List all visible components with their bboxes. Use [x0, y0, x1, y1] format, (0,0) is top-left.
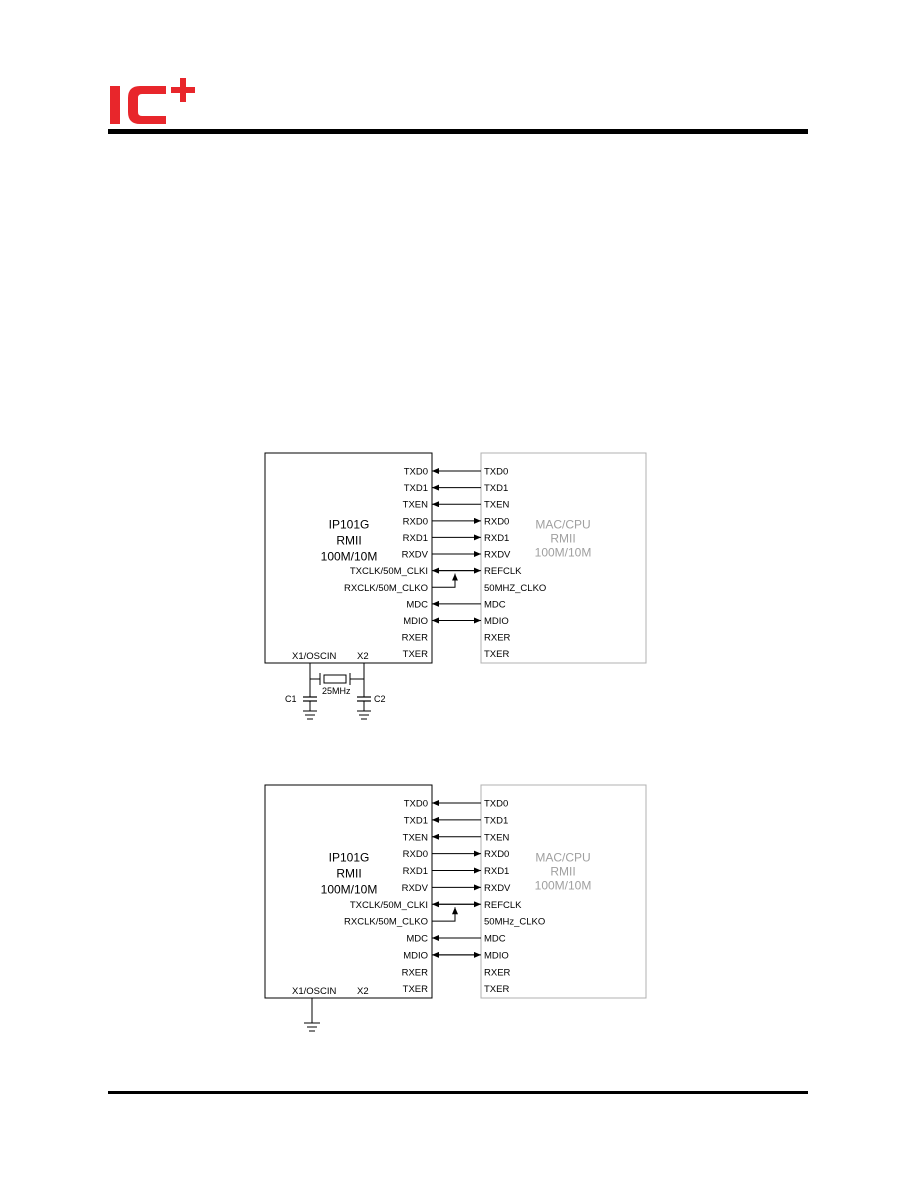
phy-pin-x2: X2: [357, 986, 369, 997]
phy-pin-txclk-50m-clki: TXCLK/50M_CLKI: [350, 900, 428, 911]
phy-pin-mdio: MDIO: [403, 950, 428, 961]
phy-pin-txer: TXER: [403, 649, 428, 660]
logo-letter-i: [110, 86, 120, 124]
phy-pin-txd1: TXD1: [404, 815, 428, 826]
mac-cpu-box: [480, 452, 647, 664]
footer-rule: [108, 1091, 808, 1094]
crystal-body: [323, 674, 347, 684]
phy-chip-box: [264, 784, 433, 999]
mac-title-line: 100M/10M: [535, 879, 592, 893]
mac-pin-rxd0: RXD0: [484, 849, 509, 860]
phy-pin-txen: TXEN: [403, 832, 428, 843]
clko-feedback-line: [432, 907, 458, 922]
diagram-with-grounded-oscin: IP101GRMII100M/10MMAC/CPURMII100M/10MTXD…: [264, 784, 647, 1032]
phy-pin-txclk-50m-clki: TXCLK/50M_CLKI: [350, 566, 428, 577]
phy-title-line: RMII: [336, 867, 361, 881]
phy-pin-rxer: RXER: [402, 633, 429, 644]
mac-pin-mdc: MDC: [484, 934, 506, 945]
mac-pin-refclk: REFCLK: [484, 900, 522, 911]
mac-title-line: RMII: [550, 865, 575, 879]
phy-pin-txd0: TXD0: [404, 799, 428, 810]
header-rule: [108, 129, 808, 134]
mac-pin-rxdv: RXDV: [484, 550, 511, 561]
mac-title-line: MAC/CPU: [535, 518, 590, 532]
phy-pin-x1-oscin: X1/OSCIN: [292, 651, 336, 662]
phy-pin-mdc: MDC: [406, 934, 428, 945]
phy-pin-x2: X2: [357, 651, 369, 662]
mac-pin-rxdv: RXDV: [484, 883, 511, 894]
mac-pin-mdc: MDC: [484, 599, 506, 610]
crystal-label: 25MHz: [322, 686, 351, 696]
phy-title-line: IP101G: [329, 851, 370, 865]
phy-pin-rxdv: RXDV: [402, 883, 429, 894]
phy-pin-txen: TXEN: [403, 500, 428, 511]
mac-title-line: RMII: [550, 532, 575, 546]
phy-pin-rxd1: RXD1: [403, 533, 428, 544]
mac-pin-txd0: TXD0: [484, 467, 508, 478]
ic-plus-logo: [110, 78, 195, 124]
phy-pin-rxd1: RXD1: [403, 866, 428, 877]
phy-pin-txd1: TXD1: [404, 483, 428, 494]
diagram-with-crystal: IP101GRMII100M/10MMAC/CPURMII100M/10MTXD…: [264, 452, 647, 720]
phy-pin-rxer: RXER: [402, 967, 429, 978]
logo-plus-horizontal: [171, 87, 195, 93]
phy-pin-x1-oscin: X1/OSCIN: [292, 986, 336, 997]
phy-title-line: 100M/10M: [321, 550, 378, 564]
phy-pin-rxclk-50m-clko: RXCLK/50M_CLKO: [344, 917, 428, 928]
mac-pin-txd1: TXD1: [484, 483, 508, 494]
clko-feedback-line: [432, 573, 458, 588]
mac-pin-50mhz-clko: 50MHz_CLKO: [484, 917, 545, 928]
phy-pin-txd0: TXD0: [404, 467, 428, 478]
cap-c2-label: C2: [374, 694, 386, 704]
mac-pin-txd0: TXD0: [484, 799, 508, 810]
phy-pin-rxdv: RXDV: [402, 550, 429, 561]
mac-pin-rxd0: RXD0: [484, 516, 509, 527]
mac-pin-rxd1: RXD1: [484, 533, 509, 544]
phy-pin-rxd0: RXD0: [403, 516, 428, 527]
mac-title-line: 100M/10M: [535, 546, 592, 560]
mac-pin-50mhz-clko: 50MHZ_CLKO: [484, 583, 546, 594]
mac-pin-rxer: RXER: [484, 633, 511, 644]
mac-pin-txen: TXEN: [484, 832, 509, 843]
phy-pin-rxd0: RXD0: [403, 849, 428, 860]
phy-title-line: IP101G: [329, 518, 370, 532]
phy-chip-box: [264, 452, 433, 664]
mac-pin-txer: TXER: [484, 649, 509, 660]
mac-cpu-box: [480, 784, 647, 999]
mac-pin-rxd1: RXD1: [484, 866, 509, 877]
phy-title-line: RMII: [336, 534, 361, 548]
mac-pin-txd1: TXD1: [484, 815, 508, 826]
phy-pin-mdc: MDC: [406, 599, 428, 610]
phy-pin-txer: TXER: [403, 984, 428, 995]
cap-c1-label: C1: [285, 694, 297, 704]
mac-pin-rxer: RXER: [484, 967, 511, 978]
mac-pin-txer: TXER: [484, 984, 509, 995]
mac-pin-mdio: MDIO: [484, 616, 509, 627]
mac-title-line: MAC/CPU: [535, 851, 590, 865]
logo-letter-c: [128, 86, 166, 124]
phy-pin-mdio: MDIO: [403, 616, 428, 627]
mac-pin-mdio: MDIO: [484, 950, 509, 961]
phy-title-line: 100M/10M: [321, 883, 378, 897]
mac-pin-txen: TXEN: [484, 500, 509, 511]
mac-pin-refclk: REFCLK: [484, 566, 522, 577]
phy-pin-rxclk-50m-clko: RXCLK/50M_CLKO: [344, 583, 428, 594]
